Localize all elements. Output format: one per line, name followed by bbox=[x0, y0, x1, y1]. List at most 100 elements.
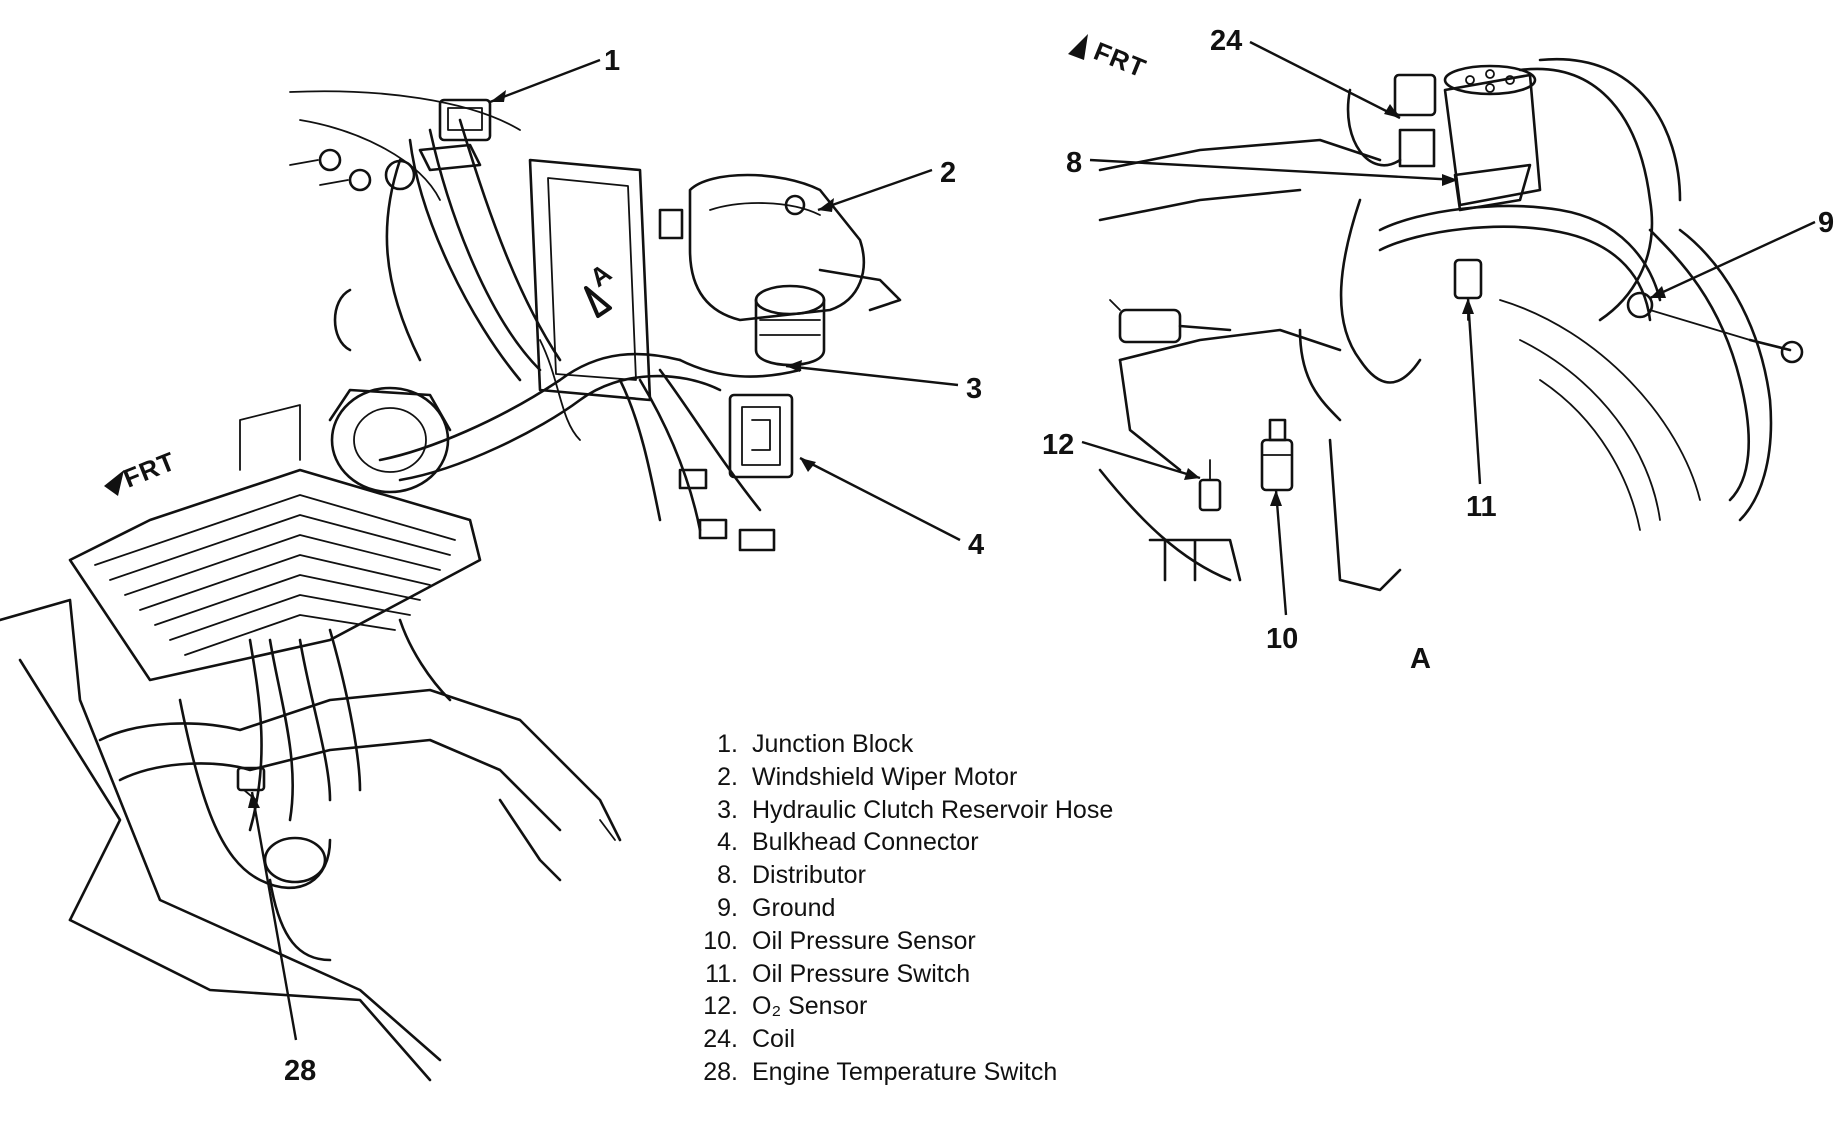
bracket-curve bbox=[1098, 468, 1232, 582]
legend-number: 1. bbox=[717, 730, 738, 758]
harness-connectors bbox=[658, 208, 776, 552]
legend-item: 28. Engine Temperature Switch bbox=[688, 1056, 1248, 1089]
legend-number: 9. bbox=[717, 893, 738, 922]
harness-loop-upper bbox=[1518, 67, 1654, 322]
legend-number: 4. bbox=[717, 828, 738, 857]
legend-label: Windshield Wiper Motor bbox=[752, 762, 1018, 791]
engine-block-edge bbox=[18, 658, 122, 922]
callout-8: 8 bbox=[1066, 147, 1082, 179]
callout-11: 11 bbox=[1466, 491, 1497, 523]
ignition-coil bbox=[1346, 73, 1437, 168]
leader-28 bbox=[250, 791, 298, 1041]
leader-8 bbox=[1089, 158, 1459, 182]
harness-drop-right bbox=[1648, 228, 1750, 502]
main-frt-label: FRT bbox=[119, 446, 180, 494]
leader-4 bbox=[799, 456, 961, 542]
leader-12 bbox=[1081, 440, 1201, 480]
callout-9: 9 bbox=[1818, 207, 1834, 239]
leader-1 bbox=[489, 58, 601, 104]
legend-label: Junction Block bbox=[752, 730, 914, 758]
legend-label: O₂ Sensor bbox=[752, 992, 868, 1021]
legend-item: 8. Distributor bbox=[688, 859, 1248, 892]
leader-3 bbox=[785, 364, 959, 387]
mounting-bolts bbox=[289, 148, 416, 192]
harness-drop-right-2 bbox=[1678, 228, 1773, 522]
legend-number: 12. bbox=[703, 992, 738, 1021]
wiper-motor bbox=[688, 173, 902, 322]
legend-label: Hydraulic Clutch Reservoir Hose bbox=[752, 795, 1114, 824]
legend-label: Oil Pressure Switch bbox=[752, 959, 971, 988]
legend-label: Engine Temperature Switch bbox=[752, 1057, 1058, 1086]
block-front bbox=[1118, 358, 1182, 472]
callout-1: 1 bbox=[604, 45, 620, 77]
firewall-frame bbox=[528, 158, 652, 402]
breather-elbow bbox=[333, 288, 352, 352]
leader-lines bbox=[248, 40, 1816, 1041]
leader-2 bbox=[817, 168, 933, 212]
breather-tube bbox=[239, 404, 301, 471]
harness-loop-left bbox=[1339, 198, 1422, 384]
cowl-inner-line bbox=[299, 119, 441, 201]
harness-loop-outer bbox=[1538, 57, 1682, 202]
bulkhead-connector bbox=[728, 393, 794, 479]
fender-sweep-2 bbox=[1519, 339, 1661, 521]
inset-view-a: FRT bbox=[1068, 34, 1804, 592]
legend-number: 3. bbox=[717, 795, 738, 824]
bracket-lower bbox=[1148, 538, 1242, 582]
leader-24 bbox=[1249, 40, 1401, 120]
inset-frt-indicator: FRT bbox=[1068, 34, 1151, 84]
legend-label: Distributor bbox=[752, 861, 866, 890]
junction-block bbox=[418, 98, 492, 172]
intake-edge bbox=[1098, 188, 1302, 222]
block-lower bbox=[1328, 438, 1402, 592]
harness-run-middle-2 bbox=[1378, 225, 1652, 322]
legend-number: 24. bbox=[703, 1025, 738, 1054]
view-a-indicator: A bbox=[584, 257, 618, 318]
legend-item: 9. Ground bbox=[688, 892, 1248, 925]
oil-pressure-sensor bbox=[1260, 418, 1294, 492]
harness-run-middle bbox=[1378, 204, 1662, 302]
exhaust-manifold bbox=[98, 688, 622, 962]
o2-sensor bbox=[1109, 299, 1232, 512]
legend-item: 1. Junction Block bbox=[688, 728, 1248, 761]
legend-number: 10. bbox=[703, 926, 738, 955]
callout-2: 2 bbox=[940, 157, 956, 189]
legend-item: 12. O₂ Sensor bbox=[688, 990, 1248, 1023]
intake-top bbox=[1098, 138, 1382, 172]
legend-item: 3. Hydraulic Clutch Reservoir Hose bbox=[688, 794, 1248, 827]
callout-4: 4 bbox=[968, 529, 984, 561]
legend-item: 24. Coil bbox=[688, 1023, 1248, 1056]
clutch-reservoir bbox=[754, 284, 826, 367]
legend-number: 28. bbox=[703, 1057, 738, 1086]
fender-sweep-1 bbox=[1499, 299, 1701, 501]
callout-28: 28 bbox=[284, 1055, 316, 1087]
inset-frt-label: FRT bbox=[1090, 36, 1151, 84]
legend-label: Ground bbox=[752, 893, 836, 922]
callout-12: 12 bbox=[1042, 429, 1074, 461]
callout-24: 24 bbox=[1210, 25, 1242, 57]
view-a-ref-label: A bbox=[584, 257, 617, 293]
legend-label: Oil Pressure Sensor bbox=[752, 926, 976, 955]
callout-10: 10 bbox=[1266, 623, 1298, 655]
legend-number: 8. bbox=[717, 861, 738, 890]
distributor bbox=[1443, 64, 1542, 212]
oil-pan bbox=[68, 918, 432, 1082]
valve-cover bbox=[68, 468, 482, 682]
callout-3: 3 bbox=[966, 373, 982, 405]
leader-10 bbox=[1274, 489, 1288, 616]
block-line bbox=[1118, 328, 1342, 362]
ground-bolt bbox=[1626, 291, 1804, 364]
throttle-body bbox=[328, 386, 452, 494]
fender-sweep-3 bbox=[1539, 379, 1641, 531]
legend-item: 11.Oil Pressure Switch bbox=[688, 958, 1248, 991]
engine-block-side bbox=[0, 598, 442, 1062]
inset-view-label: A bbox=[1410, 643, 1431, 675]
main-frt-indicator: FRT bbox=[104, 446, 180, 496]
legend-item: 10. Oil Pressure Sensor bbox=[688, 925, 1248, 958]
legend-label: Coil bbox=[752, 1025, 796, 1054]
callout-numbers: 1 2 3 4 28 24 8 9 12 11 10 A bbox=[284, 25, 1834, 1087]
legend-label: Bulkhead Connector bbox=[752, 828, 979, 857]
